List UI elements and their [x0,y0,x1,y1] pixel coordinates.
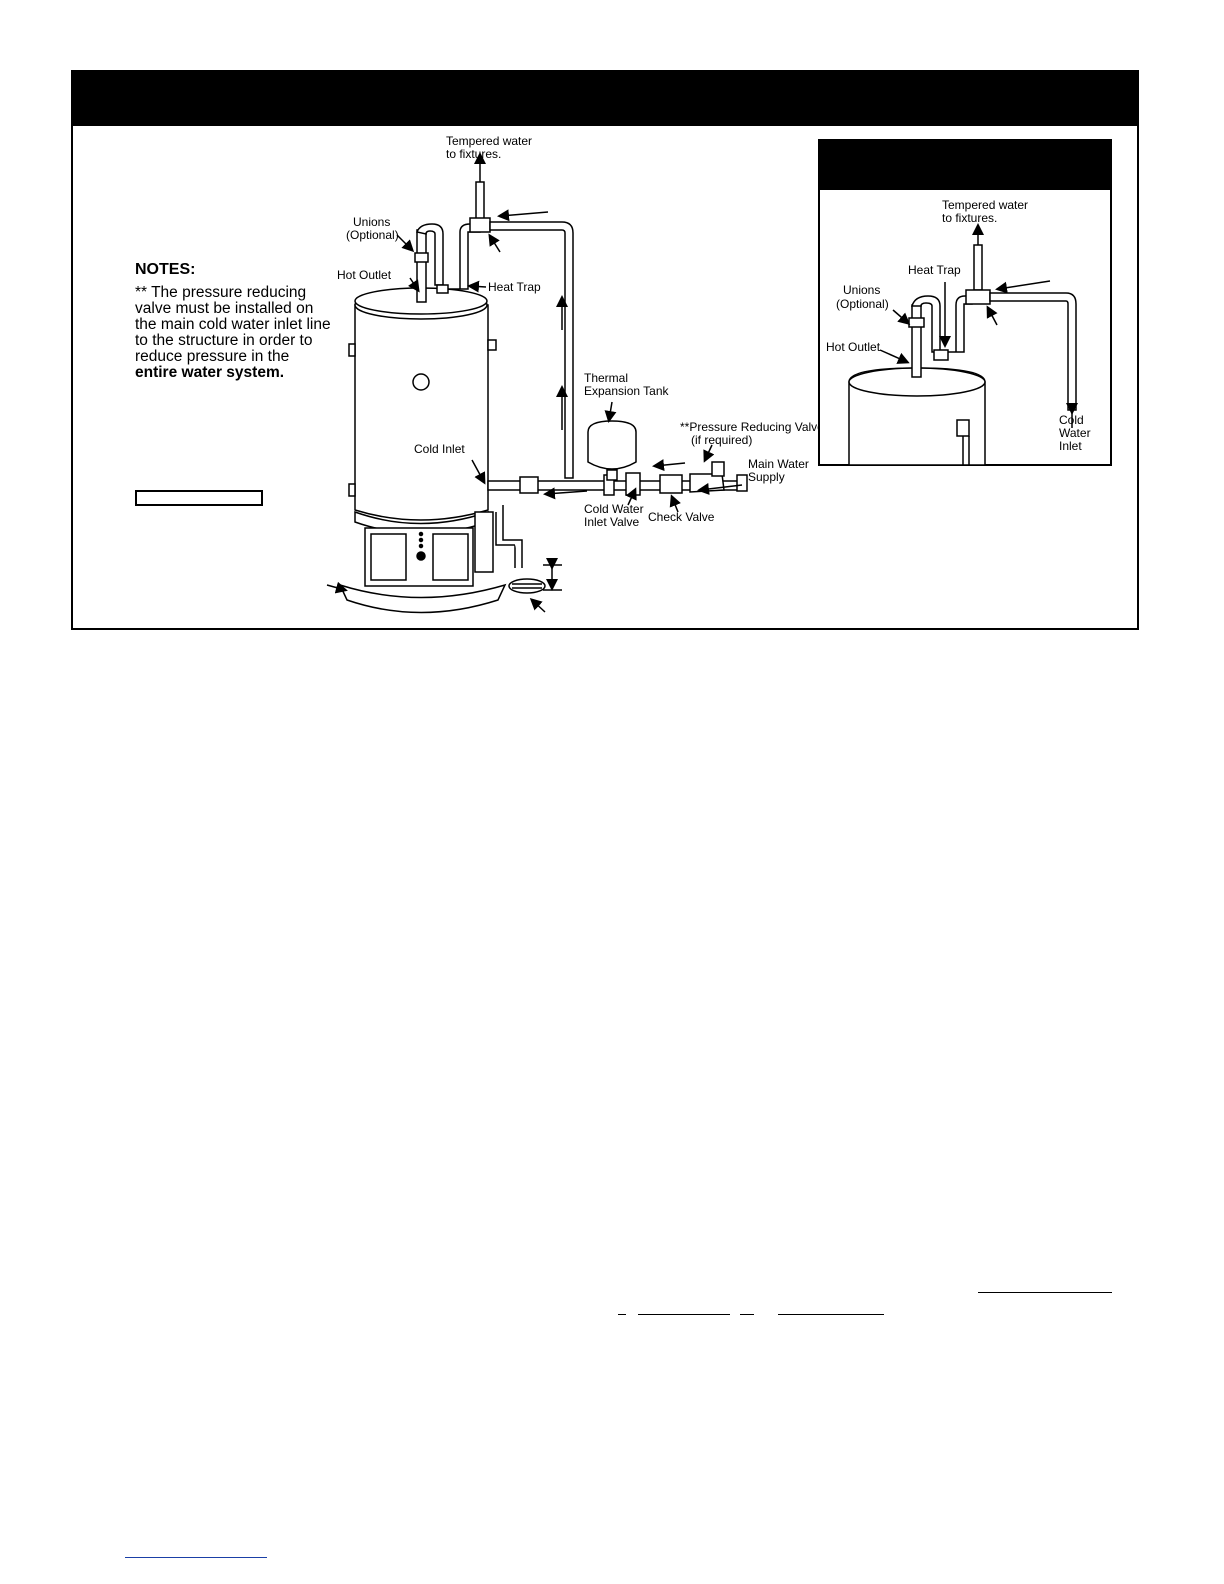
label-cold-inlet: Cold Inlet [414,442,465,456]
label-hot-outlet: Hot Outlet [337,268,392,282]
underline-5 [778,1314,884,1315]
hot-piping [414,181,574,479]
link-underline [125,1557,267,1558]
inset-label-tempered-water: Tempered water [942,198,1028,212]
notes-text: ** The pressure reducing valve must be i… [135,284,331,365]
label-expansion-tank: Expansion Tank [584,384,670,398]
notes-text-bold: entire water system. [135,364,285,381]
underline-1 [978,1292,1112,1293]
blank-label-box [135,490,263,506]
inset-label-to-fixtures: to fixtures. [942,211,997,225]
underline-3 [638,1314,730,1315]
label-check-valve: Check Valve [648,510,715,524]
label-heat-trap: Heat Trap [488,280,541,294]
inset-label-inlet: Inlet [1059,439,1082,453]
label-thermal: Thermal [584,371,628,385]
underline-4 [740,1314,754,1315]
label-main-water: Main Water [748,457,809,471]
label-tempered-water: Tempered water [446,134,532,148]
label-unions: Unions [353,215,390,229]
inset-label-cold: Cold [1059,413,1084,427]
notes-body: ** The pressure reducing valve must be i… [135,285,335,381]
inset-label-water: Water [1059,426,1091,440]
inset-label-unions-optional: (Optional) [836,297,889,311]
inset-label-hot-outlet: Hot Outlet [826,340,881,354]
label-to-fixtures: to fixtures. [446,147,501,161]
figure-header-bar [73,72,1137,126]
label-inlet-valve: Inlet Valve [584,515,639,529]
inset-figure: Tempered water to fixtures. Heat Trap Un… [818,139,1112,466]
notes-block: NOTES: ** The pressure reducing valve mu… [135,262,335,381]
label-cold-water: Cold Water [584,502,644,516]
notes-title: NOTES: [135,261,196,278]
inset-label-unions: Unions [843,283,880,297]
inset-label-heat-trap: Heat Trap [908,263,961,277]
underline-2 [618,1314,626,1315]
label-prv: **Pressure Reducing Valve [680,420,824,434]
label-unions-optional: (Optional) [346,228,399,242]
label-prv-required: (if required) [691,433,752,447]
label-supply: Supply [748,470,785,484]
water-heater-diagram: Tempered water to fixtures. Unions (Opti… [326,134,1112,614]
